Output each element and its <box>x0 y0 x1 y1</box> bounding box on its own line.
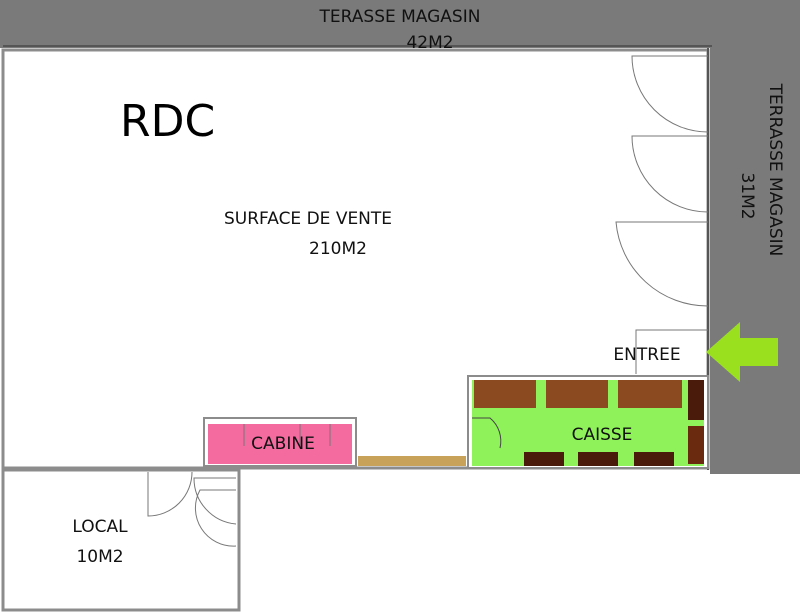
door-2 <box>631 135 709 213</box>
stool-2 <box>578 452 618 466</box>
storage-door-inner <box>194 489 237 547</box>
checkout-label: CAISSE <box>572 425 633 445</box>
terrace-top-area-label: 42M2 <box>406 33 453 53</box>
checkout-furniture <box>474 380 704 466</box>
stool-3 <box>634 452 674 466</box>
terrace-top-name: TERASSE MAGASIN <box>319 7 481 27</box>
stool-1 <box>524 452 564 466</box>
counter-3 <box>618 380 682 408</box>
counter-1 <box>474 380 536 408</box>
terrace-right-name: TERRASSE MAGASIN <box>765 83 785 257</box>
fitting-room-curtains <box>243 424 331 446</box>
storage-room <box>1 468 241 612</box>
storage-name: LOCAL <box>72 517 128 537</box>
counter-2 <box>546 380 608 408</box>
cabinet-right-bottom <box>688 426 704 464</box>
fitting-room <box>208 424 352 464</box>
door-4 <box>635 329 708 374</box>
terrace-right-area-label: 31M2 <box>737 172 757 219</box>
shelf-strip <box>358 456 466 466</box>
door-1 <box>631 55 709 133</box>
storage-doors <box>147 471 237 547</box>
fitting-room-label: CABINE <box>251 434 315 454</box>
level-title: RDC <box>120 96 215 147</box>
checkout-door <box>472 417 502 449</box>
sales-floor-area: 210M2 <box>309 239 367 259</box>
storage-door-left <box>147 471 193 517</box>
door-3 <box>615 221 709 307</box>
right-wall-doors <box>615 55 709 374</box>
storage-door-right <box>193 477 237 525</box>
terrace-right-area <box>710 0 800 474</box>
entrance-label: ENTREE <box>613 345 680 365</box>
terrace-top-area <box>0 0 800 48</box>
entrance-arrow-icon <box>706 322 778 382</box>
sales-floor-name: SURFACE DE VENTE <box>224 209 392 229</box>
cabinet-right-top <box>688 380 704 420</box>
storage-area: 10M2 <box>76 547 123 567</box>
